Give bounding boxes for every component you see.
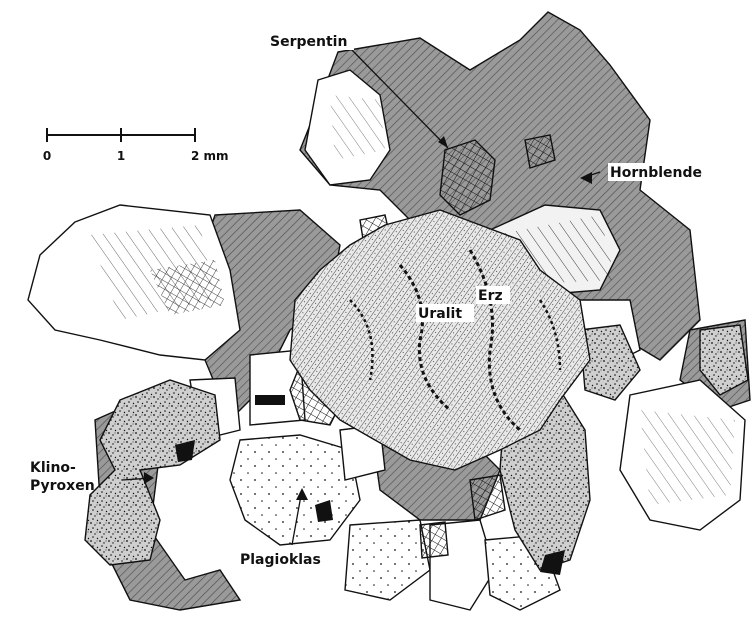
label-klino-line2: Pyroxen	[30, 478, 95, 494]
label-erz: Erz	[478, 288, 503, 304]
scale-tick-1: 1	[117, 149, 125, 163]
label-plagioklas: Plagioklas	[240, 552, 321, 568]
label-klino-line1: Klino-	[30, 460, 76, 476]
label-uralit: Uralit	[418, 306, 462, 322]
scale-tick-0: 0	[43, 149, 51, 163]
label-hornblende: Hornblende	[610, 165, 702, 181]
scale-bar: 0 1 2 mm	[43, 128, 229, 163]
scale-tick-2: 2 mm	[191, 149, 229, 163]
label-serpentin: Serpentin	[270, 34, 347, 50]
